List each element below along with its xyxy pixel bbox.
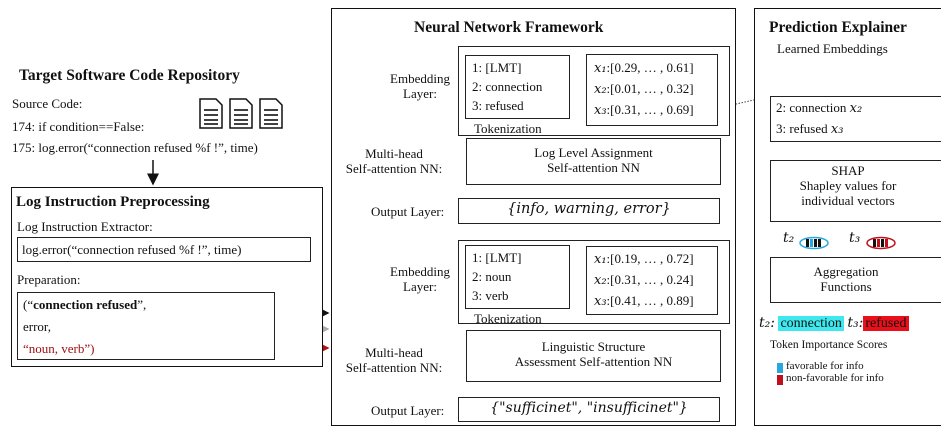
bottom-tokenization-label: Tokenization: [474, 311, 542, 326]
bottom-vector-2: x₂:[0.31, … , 0.24]: [594, 272, 694, 288]
bottom-token-list: [465, 245, 570, 309]
top-output-box: [458, 198, 720, 224]
source-code-label: Source Code:: [12, 96, 83, 111]
t3-shap-bar-icon: [866, 236, 896, 250]
top-vector-list: [586, 54, 718, 126]
legend-favorable: favorable for info: [786, 360, 864, 372]
t2-label: t₂: [783, 230, 795, 246]
prep-line-3: “noun, verb”): [23, 341, 95, 356]
emb-refused: 3: refused x₃: [776, 121, 844, 137]
preproc-title: Log Instruction Preprocessing: [16, 194, 210, 210]
top-token-1: 1: [LMT]: [472, 60, 522, 75]
top-vector-1: x₁:[0.29, … , 0.61]: [594, 60, 694, 76]
extracted-instruction-box: [17, 237, 311, 262]
bottom-output-classes: {"sufficinet", "insufficinet"}: [490, 400, 688, 416]
preparation-label: Preparation:: [17, 272, 81, 287]
importance-scores-row: t₂: connection t₃:refused: [759, 315, 909, 331]
top-token-list: [465, 55, 570, 119]
bottom-token-1: 1: [LMT]: [472, 250, 522, 265]
bottom-token-2: 2: noun: [472, 269, 512, 284]
top-tokenization-label: Tokenization: [474, 121, 542, 136]
document-icon: [198, 98, 288, 137]
importance-scores-caption: Token Importance Scores: [770, 339, 888, 351]
emb-connection: 2: connection x₂: [776, 100, 863, 116]
shap-box: [770, 160, 941, 222]
explainer-title: Prediction Explainer: [769, 19, 907, 36]
t3-label: t₃: [849, 230, 861, 246]
learned-embeddings-box: [770, 96, 941, 142]
score-refused: refused: [863, 316, 909, 331]
extractor-label: Log Instruction Extractor:: [17, 219, 153, 234]
log-level-nn-box: [466, 138, 721, 185]
preparation-box: [17, 292, 275, 360]
learned-embeddings-label: Learned Embeddings: [777, 41, 888, 56]
t2-shap-bar-icon: [799, 236, 829, 250]
source-line-174: 174: if condition==False:: [12, 119, 145, 134]
bottom-output-label: Output Layer:: [371, 403, 445, 418]
aggregation-box: [770, 257, 941, 303]
bottom-output-box: [458, 397, 720, 422]
prep-line-2: error,: [23, 319, 51, 334]
legend-non-favorable-swatch: [777, 375, 783, 385]
linguistic-nn-box: [466, 330, 721, 382]
source-line-175: 175: log.error(“connection refused %f !”…: [12, 140, 258, 155]
top-vector-2: x₂:[0.01, … , 0.32]: [594, 81, 694, 97]
prep-line-1: (“connection refused”,: [23, 297, 147, 312]
top-output-classes: {info, warning, error}: [507, 201, 671, 217]
top-token-3: 3: refused: [472, 98, 524, 113]
top-token-2: 2: connection: [472, 79, 543, 94]
bottom-vector-list: [586, 246, 718, 315]
top-output-label: Output Layer:: [371, 204, 445, 219]
bottom-vector-3: x₃:[0.41, … , 0.89]: [594, 293, 694, 309]
bottom-token-3: 3: verb: [472, 288, 509, 303]
top-vector-3: x₃:[0.31, … , 0.69]: [594, 102, 694, 118]
legend-non-favorable: non-favorable for info: [786, 372, 884, 384]
nn-framework-title: Neural Network Framework: [414, 19, 604, 36]
score-connection: connection: [778, 316, 844, 331]
bottom-vector-1: x₁:[0.19, … , 0.72]: [594, 251, 694, 267]
repo-title: Target Software Code Repository: [19, 67, 240, 84]
extracted-instruction: log.error(“connection refused %f !”, tim…: [22, 242, 242, 257]
legend-favorable-swatch: [777, 363, 783, 373]
